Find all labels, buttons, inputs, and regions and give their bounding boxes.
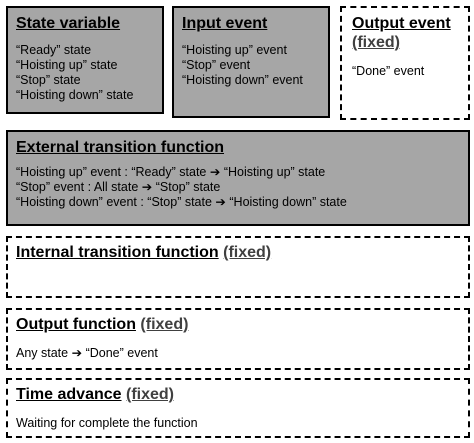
input-hoisting-up: “Hoisting up” event xyxy=(182,43,287,57)
output-event-title: Output event (fixed) xyxy=(352,15,451,51)
external-transition-line: “Hoisting down” event : “Stop” state ➔ “… xyxy=(16,195,347,209)
time-advance-box: Time advance (fixed) Waiting for complet… xyxy=(6,378,470,438)
external-transition-title: External transition function xyxy=(16,139,225,156)
output-function-line: Any state ➔ “Done” event xyxy=(16,346,158,360)
state-hoisting-down: “Hoisting down” state xyxy=(16,88,134,102)
output-event-box: Output event (fixed) “Done” event xyxy=(340,6,470,120)
output-function-title: Output function (fixed) xyxy=(16,316,189,333)
arrow-icon: ➔ xyxy=(141,180,153,194)
state-variable-box: State variable “Ready” state “Hoisting u… xyxy=(6,6,164,114)
external-transition-line: “Hoisting up” event : “Ready” state ➔ “H… xyxy=(16,165,326,179)
external-transition-box: External transition function “Hoisting u… xyxy=(6,130,470,226)
external-transition-line: “Stop” event : All state ➔ “Stop” state xyxy=(16,180,221,194)
internal-transition-title: Internal transition function (fixed) xyxy=(16,244,272,261)
state-stop: “Stop” state xyxy=(16,73,81,87)
time-advance-title: Time advance (fixed) xyxy=(16,386,174,403)
arrow-icon: ➔ xyxy=(215,195,226,209)
arrow-icon: ➔ xyxy=(209,165,221,179)
input-event-box: Input event “Hoisting up” event “Stop” e… xyxy=(172,6,330,118)
state-variable-title: State variable xyxy=(16,15,121,32)
state-hoisting-up: “Hoisting up” state xyxy=(16,58,118,72)
internal-transition-box: Internal transition function (fixed) xyxy=(6,236,470,298)
output-done-event: “Done” event xyxy=(352,64,425,78)
output-function-box: Output function (fixed) Any state ➔ “Don… xyxy=(6,308,470,370)
arrow-icon: ➔ xyxy=(71,346,83,360)
input-event-title: Input event xyxy=(182,15,268,32)
time-advance-line: Waiting for complete the function xyxy=(16,416,198,430)
input-hoisting-down: “Hoisting down” event xyxy=(182,73,303,87)
input-stop: “Stop” event xyxy=(182,58,251,72)
state-ready: “Ready” state xyxy=(16,43,92,57)
